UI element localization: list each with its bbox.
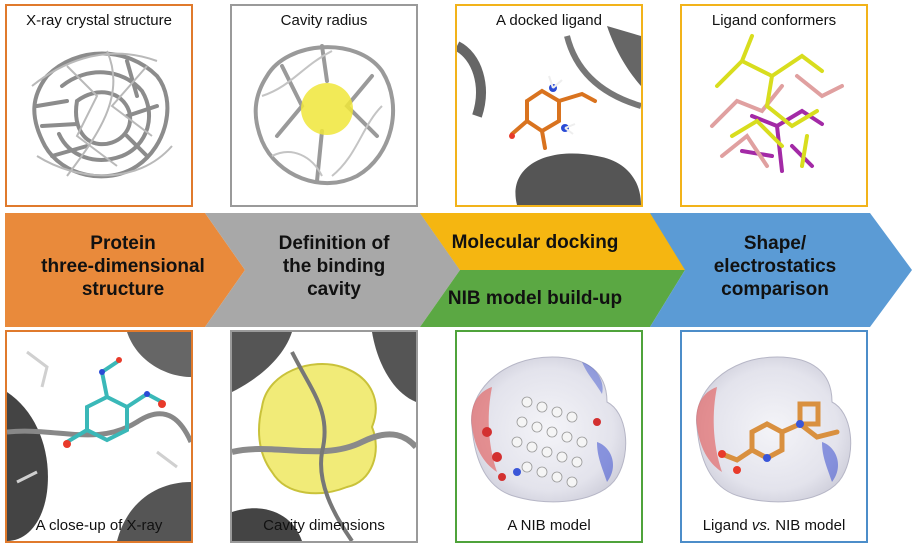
caption-vs-text: vs. bbox=[751, 517, 772, 534]
cavity-dimensions-caption: Cavity dimensions bbox=[263, 517, 385, 534]
cavity-radius-caption: Cavity radius bbox=[280, 12, 368, 29]
nib-model-caption: A NIB model bbox=[507, 517, 591, 534]
stage-protein-line-3: structure bbox=[81, 279, 165, 300]
xray-closeup-image bbox=[7, 332, 191, 541]
nib-model-panel: A NIB model bbox=[455, 330, 643, 543]
docked-ligand-caption: A docked ligand bbox=[496, 12, 602, 29]
stage-cavity-line-2: the binding bbox=[282, 256, 386, 277]
ligand-vs-nib-panel: Ligand vs. NIB model bbox=[680, 330, 868, 543]
docked-ligand-panel: A docked ligand bbox=[455, 4, 643, 207]
stage-compare-line-1: Shape/ bbox=[743, 233, 807, 254]
ligand-vs-nib-image bbox=[696, 356, 852, 503]
xray-closeup-panel: A close-up of X-ray bbox=[5, 330, 193, 543]
stage-compare-label: Shape/ electrostatics comparison bbox=[685, 232, 865, 301]
stage-cavity-label: Definition of the binding cavity bbox=[245, 232, 423, 301]
cavity-dimensions-image bbox=[232, 332, 416, 541]
ligand-conformers-image bbox=[710, 34, 844, 173]
stage-cavity-line-3: cavity bbox=[307, 279, 361, 300]
stage-protein-line-1: Protein bbox=[90, 233, 156, 254]
stage-compare-line-3: comparison bbox=[721, 279, 829, 300]
cavity-dimensions-panel: Cavity dimensions bbox=[230, 330, 418, 543]
cavity-surface bbox=[258, 362, 377, 495]
ligand-conformers-panel: Ligand conformers bbox=[680, 4, 868, 207]
stage-cavity-arrow bbox=[205, 213, 460, 327]
stage-protein-line-2: three-dimensional bbox=[41, 256, 205, 277]
ligand-vs-nib-caption: Ligand vs. NIB model bbox=[682, 517, 866, 534]
workflow-arrow-band bbox=[5, 213, 912, 327]
cavity-radius-image bbox=[253, 44, 396, 186]
stage-protein-label: Protein three-dimensional structure bbox=[28, 232, 218, 301]
caption-nib-text: NIB model bbox=[775, 517, 846, 534]
stage-compare-arrow bbox=[650, 213, 912, 327]
stage-nib-arrow bbox=[420, 270, 685, 327]
ligand-conformers-caption: Ligand conformers bbox=[711, 12, 837, 29]
protein-ribbon-image bbox=[31, 50, 173, 179]
caption-ligand-text: Ligand bbox=[702, 517, 748, 534]
xray-structure-panel: X-ray crystal structure bbox=[5, 4, 193, 207]
xray-closeup-caption: A close-up of X-ray bbox=[35, 517, 163, 534]
cavity-sphere bbox=[301, 83, 353, 135]
nib-model-image bbox=[471, 356, 627, 503]
stage-nib-label: NIB model build-up bbox=[447, 288, 623, 309]
stage-compare-line-2: electrostatics bbox=[713, 256, 837, 277]
stage-docking-label: Molecular docking bbox=[451, 232, 619, 253]
docked-ligand-image bbox=[457, 26, 641, 205]
stage-protein-arrow bbox=[5, 213, 245, 327]
stage-cavity-line-1: Definition of bbox=[278, 233, 390, 254]
cavity-radius-panel: Cavity radius bbox=[230, 4, 418, 207]
xray-structure-caption: X-ray crystal structure bbox=[26, 12, 172, 29]
